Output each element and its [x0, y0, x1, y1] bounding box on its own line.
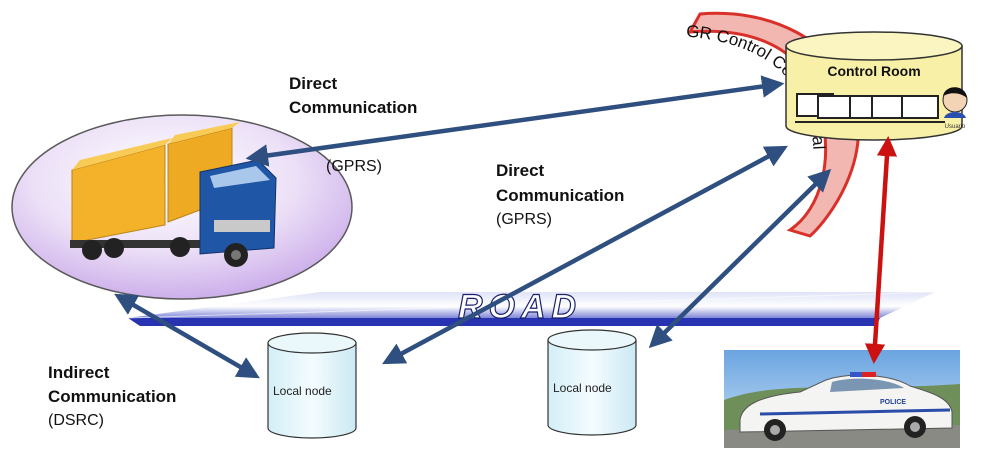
- control-room-user-caption: Usuario: [945, 124, 966, 130]
- label-direct-top-line2: Communication: [289, 98, 418, 117]
- police-car-image: POLICE: [724, 350, 960, 448]
- police-badge: POLICE: [880, 399, 906, 406]
- label-indirect-sub: (DSRC): [48, 412, 104, 429]
- control-room: [785, 31, 968, 141]
- label-direct-mid-sub: (GPRS): [496, 211, 552, 228]
- control-room-title: Control Room: [827, 63, 920, 79]
- label-indirect-line1: Indirect: [48, 363, 110, 382]
- arrow-truck-node-left: [114, 293, 260, 379]
- label-indirect-line2: Communication: [48, 387, 177, 406]
- label-direct-mid-line2: Communication: [496, 186, 625, 205]
- road-text: ROAD: [458, 288, 582, 326]
- local-node-label-left: Local node: [273, 384, 332, 398]
- road-banner: ROAD: [127, 287, 936, 327]
- local-node-left: [267, 332, 357, 439]
- label-direct-top-line1: Direct: [289, 74, 338, 93]
- control-room-computers: [795, 93, 945, 123]
- arrow-control-police: [864, 135, 898, 365]
- user-avatar: [942, 87, 968, 118]
- arrow-node-right-portal: [648, 168, 832, 349]
- label-direct-top-sub: (GPRS): [326, 158, 382, 175]
- arrow-truck-control: [245, 75, 785, 167]
- label-direct-mid-line1: Direct: [496, 161, 545, 180]
- local-node-label-right: Local node: [553, 381, 612, 395]
